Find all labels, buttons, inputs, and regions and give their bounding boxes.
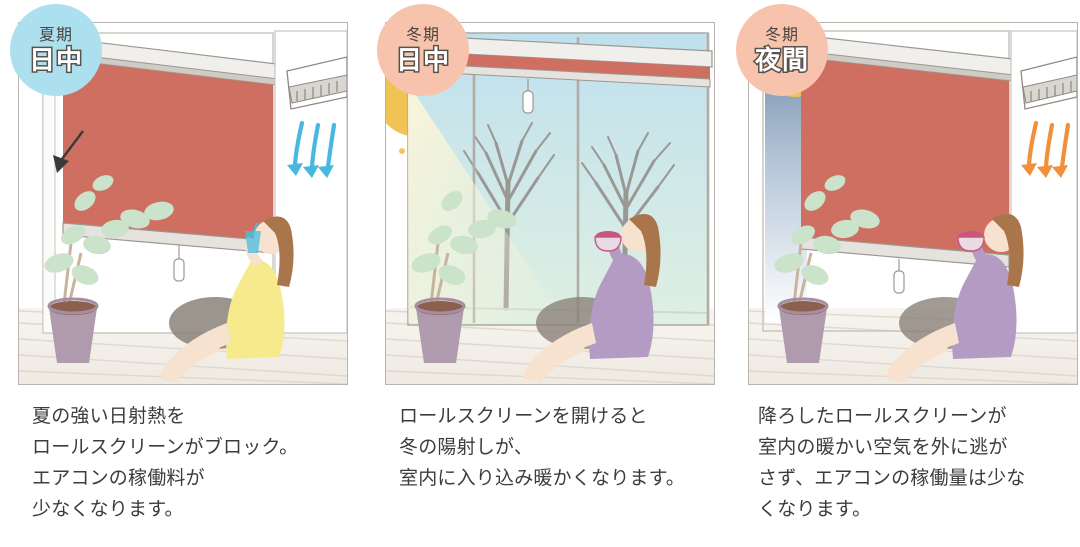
- woman-leg-second: [163, 341, 221, 383]
- woman-leg-second: [528, 341, 586, 383]
- woman-leg-second: [891, 341, 949, 383]
- cold-drink-glass: [245, 231, 261, 253]
- pot-rim: [777, 297, 829, 315]
- drink-straw: [251, 222, 258, 238]
- illustration-winter-night: [749, 23, 1077, 384]
- woman-figure: [160, 216, 294, 383]
- warm-airflow-arrows: [1026, 120, 1071, 170]
- plant-leaves: [774, 175, 880, 285]
- pot-rim: [414, 297, 466, 315]
- woman-dress: [952, 254, 1017, 359]
- potted-plant: [774, 175, 880, 363]
- warm-airflow-arrowheads: [1021, 163, 1068, 178]
- caption-winter-night: 降ろしたロールスクリーンが 室内の暖かい空気を外に逃が さず、エアコンの稼働量は…: [758, 406, 1026, 520]
- badge-season-label: 夏期: [38, 26, 73, 44]
- badge-season-label: 冬期: [405, 26, 440, 44]
- roller-screen-fabric: [63, 45, 273, 245]
- plant-leaves: [411, 191, 517, 285]
- blocked-solar-heat-arrow: [53, 130, 84, 173]
- roller-screen-rolled-fabric: [408, 51, 710, 79]
- caption-summer-daytime: 夏の強い日射熱を ロールスクリーンがブロック。 エアコンの稼働料が 少なくなりま…: [32, 406, 299, 520]
- air-conditioner: [286, 56, 347, 110]
- badge-time-label: 日中: [27, 44, 83, 75]
- air-conditioner: [1020, 56, 1077, 110]
- panel-summer-daytime: 夏期 日中 夏の強い日射熱を ロールスクリーンがブロック。 エアコンの稼働料が …: [10, 4, 348, 520]
- plant-leaves: [44, 175, 174, 285]
- potted-plant: [411, 191, 517, 363]
- panel-winter-night: 冬期 夜間 降ろしたロールスクリーンが 室内の暖かい空気を外に逃が さず、エアコ…: [736, 4, 1078, 520]
- potted-plant: [44, 175, 174, 363]
- woman-figure: [523, 214, 661, 383]
- woman-hair: [263, 216, 294, 287]
- woman-figure: [886, 214, 1024, 383]
- woman-dress: [589, 254, 654, 359]
- mug-body: [957, 236, 985, 252]
- badge-time-label: 日中: [394, 44, 450, 75]
- plant-pot: [779, 308, 827, 363]
- badge-winter-night: 冬期 夜間: [736, 4, 828, 96]
- woman-dress: [226, 260, 285, 359]
- woman-hair: [629, 214, 661, 287]
- badge-season-label: 冬期: [764, 26, 799, 44]
- pull-cord-weight: [522, 90, 534, 114]
- pull-cord-weight: [173, 258, 185, 282]
- roller-screen-fabric: [801, 43, 1009, 259]
- woman-hair: [992, 214, 1024, 287]
- badge-winter-daytime: 冬期 日中: [377, 4, 469, 96]
- badge-summer-daytime: 夏期 日中: [10, 4, 102, 96]
- pull-cord-weight: [893, 270, 905, 294]
- cool-airflow-arrowheads: [287, 163, 334, 178]
- plant-pot: [416, 308, 464, 363]
- panel-winter-daytime: 冬期 日中 ロールスクリーンを開けると 冬の陽射しが、 室内に入り込み暖かくなり…: [377, 4, 715, 489]
- sunbeam: [408, 83, 566, 323]
- scene-winter-daytime: [385, 22, 715, 385]
- caption-winter-daytime: ロールスクリーンを開けると 冬の陽射しが、 室内に入り込み暖かくなります。: [399, 406, 686, 489]
- plant-pot: [49, 308, 97, 363]
- badge-time-label: 夜間: [753, 44, 809, 75]
- pot-rim: [47, 297, 99, 315]
- cool-airflow-arrows: [292, 120, 337, 170]
- illustration-winter-daytime: [386, 23, 714, 384]
- mug-body: [594, 236, 622, 252]
